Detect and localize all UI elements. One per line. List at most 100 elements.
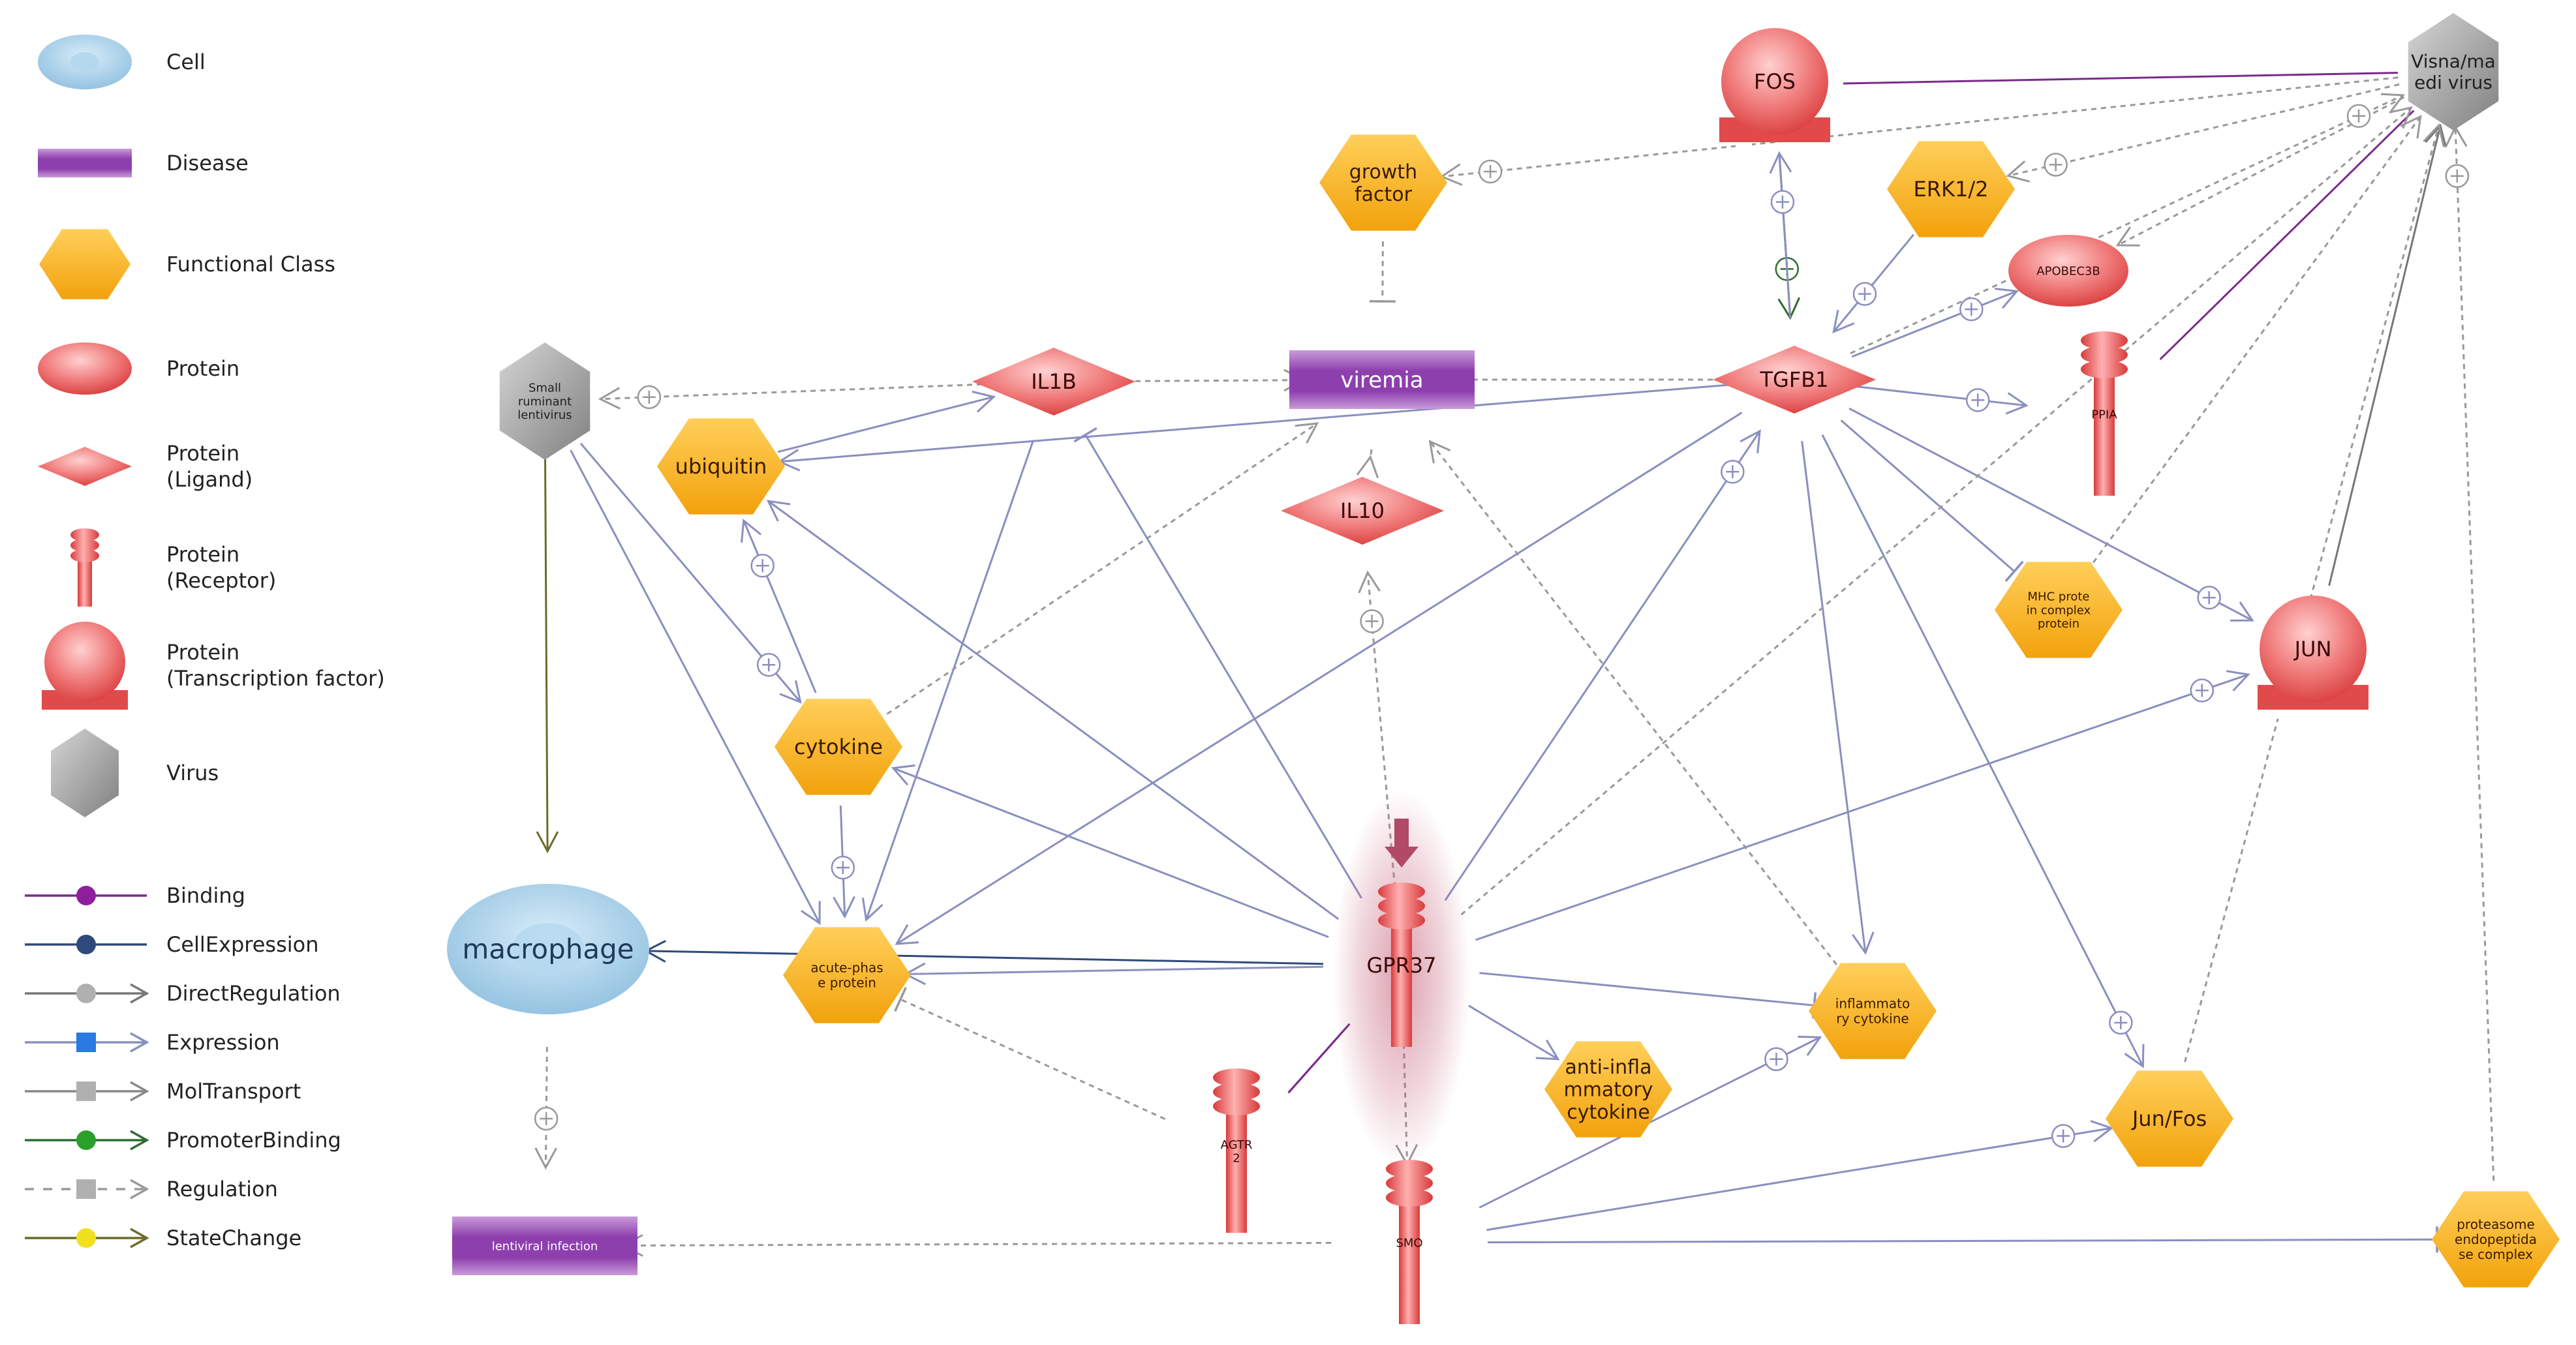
legend-edge-directregulation: DirectRegulation bbox=[25, 981, 341, 1006]
edge-tgfb1-to-visna[interactable] bbox=[1850, 93, 2405, 355]
edge-ubiquitin-to-il1b[interactable] bbox=[777, 390, 996, 453]
edge-gpr37-to-il1b[interactable] bbox=[1073, 427, 1362, 899]
edge-tgfb1-to-acute[interactable] bbox=[895, 412, 1743, 945]
node-label-ubiquitin: ubiquitin bbox=[675, 454, 767, 479]
legend-edge-label-directregulation: DirectRegulation bbox=[166, 981, 341, 1006]
node-label-cytokine: cytokine bbox=[794, 734, 883, 759]
edge-gpr37-to-cytokine[interactable] bbox=[891, 764, 1329, 938]
node-macrophage[interactable]: macrophage bbox=[447, 884, 649, 1014]
edge-visna-to-growth[interactable] bbox=[1439, 76, 2399, 186]
edge-tgfb1-to-mhc[interactable] bbox=[1840, 419, 2024, 582]
node-tgfb1[interactable]: TGFB1 bbox=[1713, 346, 1876, 414]
node-label-ppia: PPIA bbox=[2091, 408, 2117, 421]
node-ppia[interactable]: PPIA bbox=[2081, 331, 2128, 496]
node-erk[interactable]: ERK1/2 bbox=[1887, 141, 2015, 237]
edge-agtr-to-acute[interactable] bbox=[894, 987, 1166, 1120]
edge-mhc-to-visna[interactable] bbox=[2093, 114, 2422, 564]
node-il10[interactable]: IL10 bbox=[1281, 477, 1444, 545]
edge-jun-to-visna[interactable] bbox=[2328, 123, 2447, 586]
legend-label-tf: Protein(Transcription factor) bbox=[166, 640, 385, 691]
edge-gpr37-to-ubiquitin[interactable] bbox=[767, 500, 1340, 920]
edge-gpr37-to-macrophage[interactable] bbox=[643, 940, 1324, 965]
edge-cytokine-to-ubiquitin[interactable] bbox=[741, 519, 817, 693]
edge-proteasome-to-visna[interactable] bbox=[2444, 125, 2495, 1181]
edge-erk-to-tgfb1[interactable] bbox=[1832, 234, 1915, 334]
edge-gpr37-to-tgfb1[interactable] bbox=[1444, 429, 1761, 901]
legend-edge-label-moltransport: MolTransport bbox=[166, 1079, 301, 1104]
node-jun[interactable]: JUN bbox=[2258, 596, 2369, 719]
legend-edge-label-cellexpression: CellExpression bbox=[166, 932, 319, 957]
legend-label-protein: Protein bbox=[166, 356, 239, 381]
node-apobec[interactable]: APOBEC3B bbox=[2008, 235, 2128, 307]
edge-inflam-to-viremia[interactable] bbox=[1428, 440, 1837, 965]
node-gpr37[interactable]: GPR37 bbox=[1333, 789, 1470, 1168]
node-label-jun: JUN bbox=[2293, 637, 2332, 661]
node-label-gpr37: GPR37 bbox=[1366, 953, 1436, 978]
edge-cytokine-to-acute[interactable] bbox=[831, 805, 855, 919]
edge-smo-to-junfos[interactable] bbox=[1486, 1120, 2114, 1232]
legend-edge-statechange: StateChange bbox=[25, 1226, 301, 1250]
edge-tgfb1-to-inflam[interactable] bbox=[1801, 441, 1875, 955]
edge-gpr37-to-visna[interactable] bbox=[1460, 106, 2413, 916]
edge-junfos-to-visna[interactable] bbox=[2184, 123, 2445, 1063]
edge-tgfb1-to-apobec[interactable] bbox=[1851, 288, 2019, 358]
node-smo[interactable]: SMO bbox=[1386, 1160, 1433, 1324]
node-label-macrophage: macrophage bbox=[462, 933, 634, 965]
edge-il1b-to-small[interactable] bbox=[598, 383, 992, 410]
edge-smo-to-lenti[interactable] bbox=[621, 1234, 1332, 1257]
edge-il1b-to-viremia[interactable] bbox=[1115, 369, 1306, 392]
node-ubiquitin[interactable]: ubiquitin bbox=[657, 418, 785, 515]
edge-gpr37-to-jun[interactable] bbox=[1475, 670, 2250, 941]
edge-tgfb1-to-jun[interactable] bbox=[1848, 407, 2254, 622]
edge-fos-to-visna[interactable] bbox=[1843, 72, 2399, 85]
edge-gpr37-to-inflam[interactable] bbox=[1479, 972, 1817, 1019]
edge-visna-to-erk[interactable] bbox=[2006, 83, 2400, 183]
edge-ppia-to-visna[interactable] bbox=[2159, 110, 2415, 361]
legend-edge-regulation: Regulation bbox=[25, 1177, 278, 1201]
edge-tgfb1-to-ppia[interactable] bbox=[1856, 385, 2029, 415]
legend-item-tf: Protein(Transcription factor) bbox=[42, 622, 385, 716]
edge-small-to-cytokine[interactable] bbox=[579, 442, 802, 704]
node-viremia[interactable]: viremia bbox=[1289, 350, 1475, 409]
node-lenti[interactable]: lentiviral infection bbox=[452, 1217, 637, 1275]
legend-label-receptor: Protein(Receptor) bbox=[166, 542, 276, 593]
edge-gpr37-to-acute[interactable] bbox=[903, 962, 1324, 986]
node-cytokine[interactable]: cytokine bbox=[774, 699, 902, 795]
node-label-erk: ERK1/2 bbox=[1914, 177, 1989, 202]
edge-smo-to-proteasome[interactable] bbox=[1487, 1226, 2438, 1253]
node-fos[interactable]: FOS bbox=[1719, 28, 1830, 151]
legend-item-protein: Protein bbox=[38, 342, 239, 395]
edge-growth-to-viremia[interactable] bbox=[1369, 241, 1396, 303]
node-label-junfos: Jun/Fos bbox=[2131, 1106, 2207, 1131]
node-label-tgfb1: TGFB1 bbox=[1759, 367, 1828, 392]
edge-small-to-macrophage[interactable] bbox=[536, 456, 559, 854]
edge-tgfb1-to-ubiquitin[interactable] bbox=[777, 384, 1733, 472]
edge-tgfb1-to-fos[interactable] bbox=[1769, 151, 1795, 318]
edge-macrophage-to-lenti[interactable] bbox=[534, 1046, 559, 1170]
edge-gpr37-to-antiinfl[interactable] bbox=[1468, 1005, 1560, 1061]
edge-tgfb1-to-junfos[interactable] bbox=[1821, 434, 2145, 1068]
legend-item-ligand: Protein(Ligand) bbox=[38, 441, 253, 492]
node-label-smo: SMO bbox=[1396, 1236, 1422, 1250]
node-junfos[interactable]: Jun/Fos bbox=[2106, 1070, 2233, 1167]
node-il1b[interactable]: IL1B bbox=[972, 348, 1135, 416]
edge-il1b-to-acute[interactable] bbox=[861, 440, 1035, 922]
edge-small-to-acute[interactable] bbox=[570, 449, 821, 926]
edge-il10-to-viremia[interactable] bbox=[1356, 449, 1379, 479]
edge-cytokine-to-viremia[interactable] bbox=[886, 422, 1319, 715]
